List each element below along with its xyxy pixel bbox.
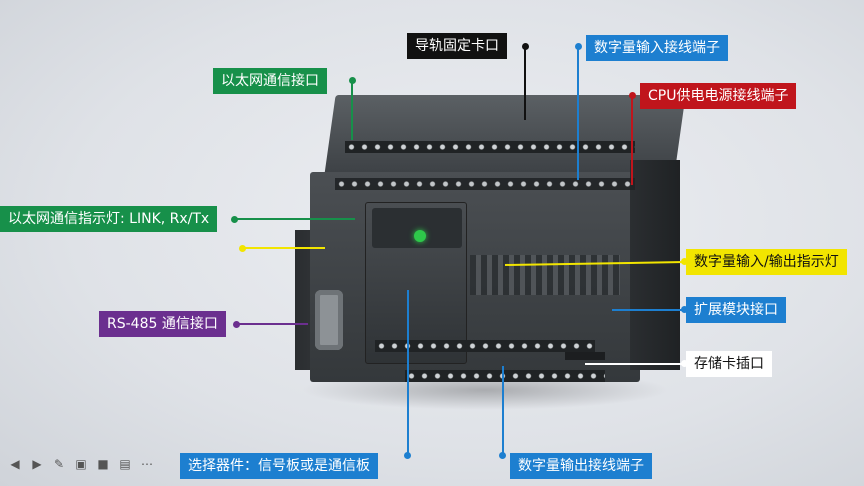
ethernet-led-dot bbox=[231, 216, 238, 223]
status-led bbox=[414, 230, 426, 242]
din-rail-label: 导轨固定卡口 bbox=[407, 33, 507, 59]
expansion-port-label: 扩展模块接口 bbox=[686, 297, 786, 323]
sd-slot-label: 存储卡插口 bbox=[686, 351, 772, 377]
option-board-label: 选择器件：信号板或是通信板 bbox=[180, 453, 378, 479]
input-terminal-strip bbox=[345, 141, 635, 153]
edit-icon[interactable]: ✎ bbox=[53, 457, 65, 471]
camera-icon[interactable]: ■ bbox=[97, 457, 109, 471]
digital-io-led-line bbox=[504, 261, 686, 266]
subtitle-icon[interactable]: ▤ bbox=[119, 457, 131, 471]
rs485-connector bbox=[315, 290, 343, 350]
rs485-port-label: RS-485 通信接口 bbox=[99, 311, 226, 337]
rs485-dot bbox=[233, 321, 240, 328]
digital-input-dot bbox=[575, 43, 582, 50]
player-toolbar: ◀ ▶ ✎ ▣ ■ ▤ ⋯ bbox=[0, 455, 170, 481]
cpu-power-terminal-label: CPU供电电源接线端子 bbox=[640, 83, 797, 109]
digital-io-led-dot bbox=[681, 258, 688, 265]
ethernet-port-label: 以太网通信接口 bbox=[213, 68, 327, 94]
ethernet-port-dot bbox=[349, 77, 356, 84]
expansion-dot bbox=[681, 306, 688, 313]
sd-slot-dot bbox=[681, 360, 688, 367]
din-rail-dot bbox=[522, 43, 529, 50]
play-icon[interactable]: ▶ bbox=[32, 457, 42, 471]
option-board-dot bbox=[404, 452, 411, 459]
prev-icon[interactable]: ◀ bbox=[10, 457, 20, 471]
screen-icon[interactable]: ▣ bbox=[75, 457, 87, 471]
power-terminal-strip bbox=[335, 178, 635, 190]
digital-output-dot bbox=[499, 452, 506, 459]
digital-output-terminal-label: 数字量输出接线端子 bbox=[510, 453, 652, 479]
output-terminal-strip-lower bbox=[405, 370, 605, 382]
digital-io-led-label: 数字量输入/输出指示灯 bbox=[686, 249, 847, 275]
io-indicator-strip bbox=[470, 255, 620, 295]
ethernet-led-label: 以太网通信指示灯: LINK, Rx/Tx bbox=[0, 206, 218, 232]
sd-card-slot bbox=[565, 352, 605, 360]
digital-input-terminal-label: 数字量输入接线端子 bbox=[586, 35, 728, 61]
cpu-power-dot bbox=[629, 92, 636, 99]
output-terminal-strip bbox=[375, 340, 595, 352]
more-icon[interactable]: ⋯ bbox=[141, 457, 153, 471]
yellow-led-dot bbox=[239, 245, 246, 252]
